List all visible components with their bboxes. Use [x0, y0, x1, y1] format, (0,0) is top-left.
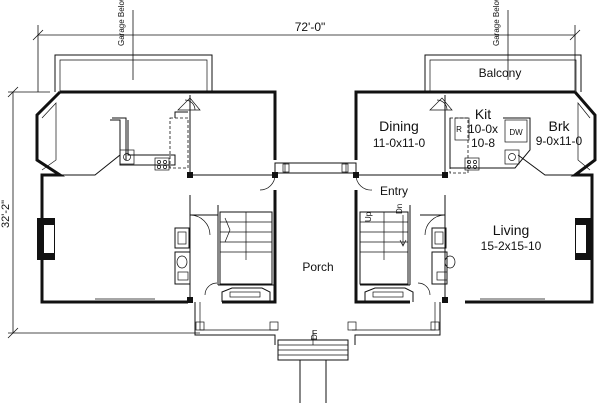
garage-note-left: Garage Below: [117, 0, 126, 46]
living-size: 15-2x15-10: [481, 239, 542, 253]
dishwasher-label: DW: [509, 128, 523, 137]
living-label: Living: [493, 222, 530, 238]
garage-note-right: Garage Below: [492, 0, 501, 46]
breakfast-size: 9-0x11-0: [536, 134, 583, 148]
stair-up-label: Up: [364, 211, 373, 222]
connector-link: [274, 162, 357, 174]
dining-size: 11-0x11-0: [373, 136, 426, 150]
left-unit: [35, 90, 278, 304]
balcony-label: Balcony: [479, 66, 522, 80]
breakfast-label: Brk: [549, 118, 571, 134]
balcony-right: [424, 54, 582, 92]
width-dimension: [32, 25, 581, 92]
front-steps-down-label: Dn: [310, 330, 319, 340]
entry-label: Entry: [380, 184, 408, 198]
balcony-left: [54, 54, 213, 92]
porch-label: Porch: [302, 260, 333, 274]
stair-down-label: Dn: [395, 204, 404, 214]
overall-depth-label: 32'-2": [0, 200, 12, 228]
refrigerator-label: R: [456, 125, 462, 134]
kitchen-size-line1: 10-0x: [468, 122, 498, 136]
overall-width-label: 72'-0": [295, 20, 326, 34]
porch: [194, 302, 441, 403]
right-unit: [353, 90, 597, 304]
depth-dimension: [7, 86, 200, 339]
dining-label: Dining: [379, 118, 419, 134]
kitchen-size-line2: 10-8: [471, 136, 495, 150]
kitchen-label: Kit: [475, 106, 491, 122]
